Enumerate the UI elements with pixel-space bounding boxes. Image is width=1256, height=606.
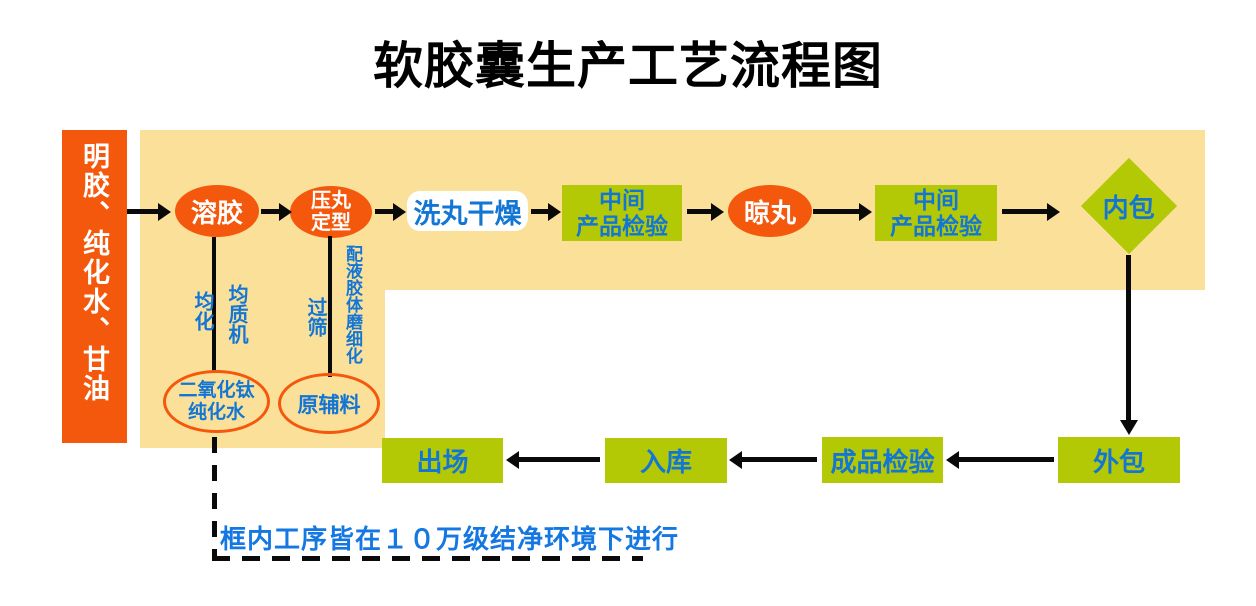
node-neibao-label: 内包 xyxy=(1102,192,1156,223)
label-peiye-jiaotimo: 配液胶体磨细化 xyxy=(343,245,362,364)
node-waibao-label: 外包 xyxy=(1092,446,1145,477)
node-intermediate-inspection-1: 中间 产品检验 xyxy=(562,185,682,241)
node-yuanfuliao: 原辅料 xyxy=(278,373,380,434)
source-materials-label: 明胶、纯化水、甘油 xyxy=(79,142,109,403)
intermediate-inspection-1-line2: 产品检验 xyxy=(576,213,668,239)
line-rongjiao-to-titanium xyxy=(212,237,216,373)
dashed-boundary-horizontal xyxy=(212,556,643,561)
clean-environment-note: 框内工序皆在１０万级结净环境下进行 xyxy=(220,524,680,554)
node-ruku-label: 入库 xyxy=(639,447,692,477)
node-titanium-purified-water: 二氧化钛 纯化水 xyxy=(163,370,270,433)
node-waibao: 外包 xyxy=(1058,437,1180,483)
node-yawan-dingxing: 压丸 定型 xyxy=(290,186,372,238)
titanium-line1: 二氧化钛 xyxy=(178,379,255,401)
label-junhua: 均化 xyxy=(191,291,213,331)
page-title: 软胶囊生产工艺流程图 xyxy=(373,38,883,94)
node-chuchang-label: 出场 xyxy=(416,447,469,477)
node-xiwan-ganzao: 洗丸干燥 xyxy=(407,191,528,231)
node-rongjiao-label: 溶胶 xyxy=(190,197,243,228)
arrow-yawan-to-xiwan xyxy=(375,202,406,221)
line-yawan-to-yuanfuliao xyxy=(328,236,332,377)
intermediate-inspection-2-line2: 产品检验 xyxy=(890,213,982,239)
node-ruku: 入库 xyxy=(605,438,727,483)
arrow-rongjiao-to-yawan xyxy=(261,202,292,221)
arrow-inspection1-to-liangwan xyxy=(687,202,724,221)
arrow-finished-inspection-to-ruku xyxy=(729,450,817,469)
node-liangwan: 晾丸 xyxy=(728,185,812,237)
node-liangwan-label: 晾丸 xyxy=(743,197,796,228)
arrow-source-to-rongjiao xyxy=(127,202,171,221)
label-guoshai: 过筛 xyxy=(304,297,326,337)
label-junzhiji: 均质机 xyxy=(225,284,247,344)
titanium-line2: 纯化水 xyxy=(187,401,245,423)
node-finished-inspection: 成品检验 xyxy=(822,437,943,483)
arrow-ruku-to-chuchang xyxy=(506,450,600,469)
node-rongjiao: 溶胶 xyxy=(175,185,259,237)
dashed-boundary-vertical xyxy=(212,437,217,558)
node-yawan-line2: 定型 xyxy=(311,212,351,234)
intermediate-inspection-1-line1: 中间 xyxy=(599,186,645,213)
arrow-waibao-to-finished-inspection xyxy=(946,450,1054,469)
intermediate-inspection-2-line1: 中间 xyxy=(913,186,959,213)
node-yawan-line1: 压丸 xyxy=(311,190,351,212)
node-finished-inspection-label: 成品检验 xyxy=(830,446,935,477)
arrow-liangwan-to-inspection2 xyxy=(813,202,872,221)
node-chuchang: 出场 xyxy=(382,438,503,483)
node-source-materials: 明胶、纯化水、甘油 xyxy=(62,130,127,443)
arrow-xiwan-to-inspection1 xyxy=(531,202,561,221)
node-intermediate-inspection-2: 中间 产品检验 xyxy=(875,185,997,241)
node-yuanfuliao-label: 原辅料 xyxy=(297,393,361,417)
arrow-inspection2-to-neibao xyxy=(1002,202,1060,221)
node-xiwan-label: 洗丸干燥 xyxy=(413,198,522,229)
arrow-neibao-to-waibao xyxy=(1119,255,1138,435)
